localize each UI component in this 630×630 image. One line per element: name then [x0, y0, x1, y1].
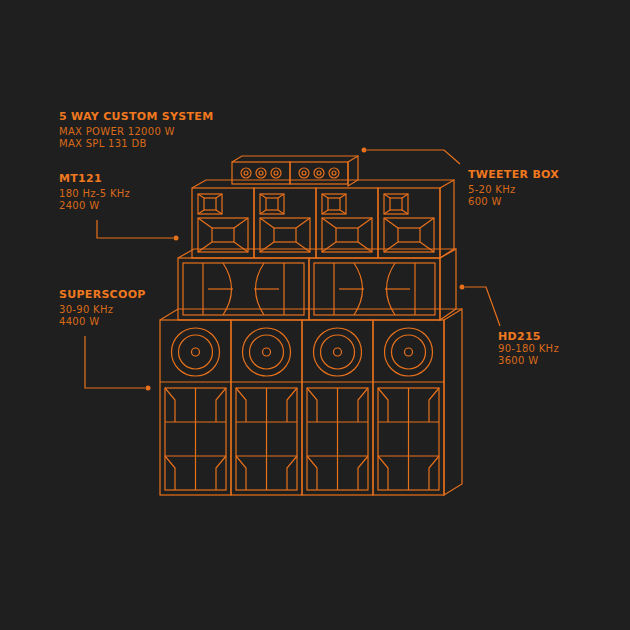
- spec-line: 4400 W: [59, 316, 99, 328]
- part-name: MT121: [59, 172, 102, 185]
- part-name: SUPERSCOOP: [59, 288, 146, 301]
- spec-line: 180 Hz-5 KHz: [59, 188, 130, 200]
- spec-line: 5-20 KHz: [468, 184, 516, 196]
- spec-line: 3600 W: [498, 355, 538, 367]
- part-name: HD215: [498, 330, 541, 343]
- spec-line: MAX POWER 12000 W: [59, 126, 175, 138]
- spec-line: 30-90 KHz: [59, 304, 113, 316]
- system-title: 5 WAY CUSTOM SYSTEM: [59, 110, 213, 123]
- spec-line: 2400 W: [59, 200, 99, 212]
- spec-line: MAX SPL 131 DB: [59, 138, 147, 150]
- spec-line: 90-180 KHz: [498, 343, 559, 355]
- spec-line: 600 W: [468, 196, 502, 208]
- part-name: TWEETER BOX: [468, 168, 559, 181]
